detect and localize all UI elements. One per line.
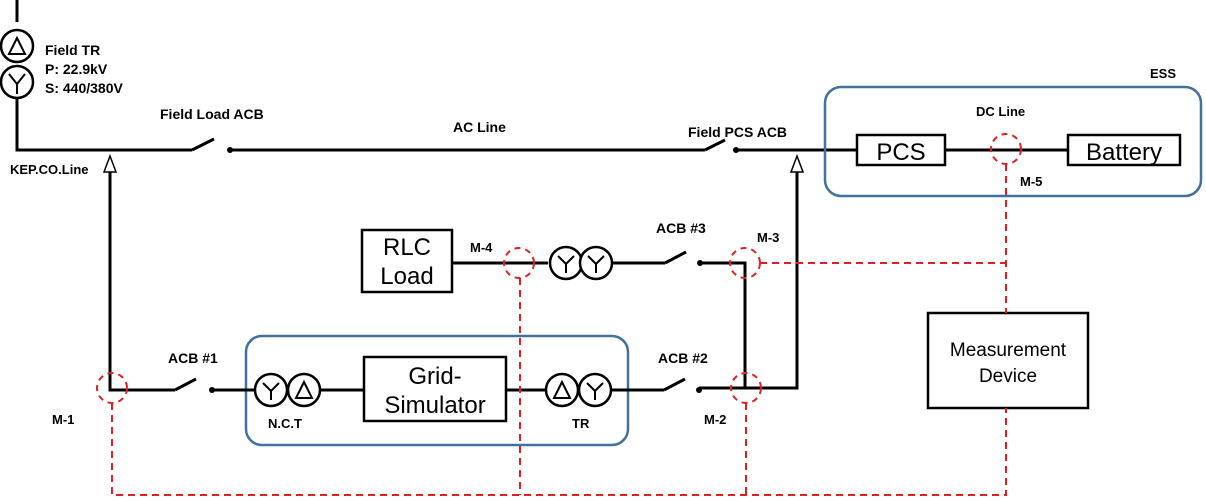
field-tr-secondary: S: 440/380V <box>45 80 123 96</box>
acb3-to-bus <box>700 261 747 388</box>
field-load-acb-label: Field Load ACB <box>160 106 264 122</box>
measurement-device-box <box>926 311 1090 410</box>
kep-line-bus <box>15 98 192 152</box>
field-load-acb-switch <box>191 137 233 153</box>
m1-measure-point <box>96 372 128 404</box>
acb1-label: ACB #1 <box>168 350 218 366</box>
measurement-device-line1: Measurement <box>950 340 1067 361</box>
field-tr-title: Field TR <box>45 42 100 58</box>
acb2-label: ACB #2 <box>658 350 708 366</box>
ess-label: ESS <box>1150 66 1176 81</box>
ac-line-label: AC Line <box>453 119 506 135</box>
m1-branch <box>108 172 175 392</box>
m2-label: M-2 <box>704 412 726 427</box>
m3-label: M-3 <box>757 230 779 245</box>
acb3-label: ACB #3 <box>656 220 706 236</box>
measurement-device-line2: Device <box>979 366 1037 387</box>
rlc-load-line2: Load <box>380 263 433 290</box>
pcs-arrow-icon <box>789 153 805 173</box>
measurement-wiring <box>111 164 1007 496</box>
field-pcs-acb-label: Field PCS ACB <box>688 124 787 140</box>
m1-label: M-1 <box>52 412 74 427</box>
rlc-load-box <box>360 228 454 294</box>
rlc-transformer-symbol <box>548 245 614 281</box>
acb1-switch <box>174 377 215 393</box>
m5-label: M-5 <box>1020 174 1042 189</box>
tr-label: TR <box>572 416 590 431</box>
acb2-to-pcs <box>699 172 799 390</box>
field-pcs-acb-switch <box>704 138 739 153</box>
pcs-label: PCS <box>876 139 925 166</box>
m4-label: M-4 <box>470 240 493 255</box>
acb3-switch <box>664 250 703 266</box>
battery-label: Battery <box>1086 139 1162 166</box>
nct-label: N.C.T <box>268 416 302 431</box>
battery-box <box>1066 133 1182 167</box>
nct-transformer-symbol <box>253 372 322 408</box>
dc-line-label: DC Line <box>976 104 1025 119</box>
grid-simulator-box <box>362 355 508 423</box>
pcs-box <box>855 133 947 167</box>
kep-line-label: KEP.CO.Line <box>10 162 89 177</box>
grid-simulator-line2: Simulator <box>384 392 485 419</box>
tr-transformer-symbol <box>544 372 613 408</box>
rlc-load-line1: RLC <box>383 234 431 261</box>
acb2-switch <box>663 377 702 393</box>
ess-group <box>823 85 1203 198</box>
kep-arrow-icon <box>102 153 118 173</box>
field-transformer-symbol <box>0 0 35 100</box>
field-tr-primary: P: 22.9kV <box>45 61 108 77</box>
grid-simulator-line1: Grid- <box>408 363 461 390</box>
